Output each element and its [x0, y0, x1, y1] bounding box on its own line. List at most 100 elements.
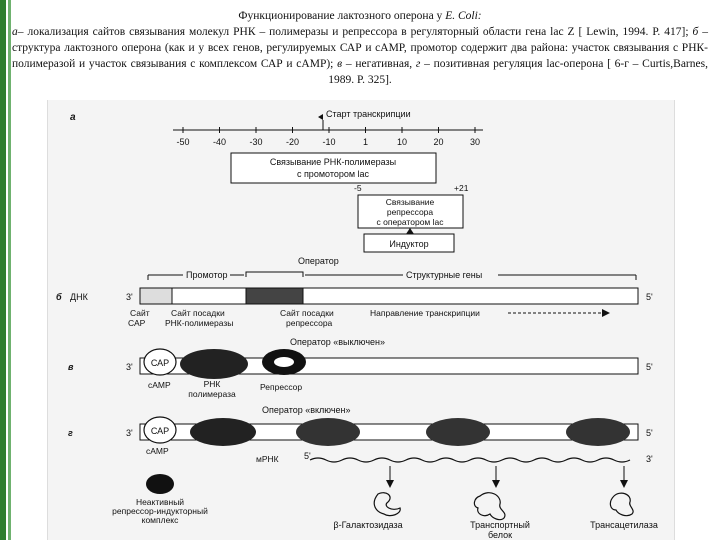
slide-accent-bar-inner	[8, 0, 11, 540]
v-dna-5-end: 5'	[646, 362, 653, 372]
mrna-label: мРНК	[256, 454, 279, 464]
panel-a-letter: а	[70, 112, 76, 123]
v-cap-protein	[143, 348, 177, 376]
caption-title-text: Функционирование лактозного оперона у	[238, 10, 446, 22]
g-dna-strand	[139, 423, 639, 441]
cap-site-label-2: САР	[128, 318, 146, 328]
ruler-tick-label: -30	[249, 137, 262, 147]
panel-g-letter: г	[68, 428, 73, 438]
caption-body-3: – негативная,	[342, 58, 416, 70]
inactive-complex-shape	[146, 474, 174, 494]
product-transport-1: Транспортный	[470, 520, 530, 530]
slide-accent-bar	[0, 0, 6, 540]
ruler-tick-label: 20	[433, 137, 443, 147]
figure-caption: Функционирование лактозного оперона у E.…	[12, 8, 708, 88]
g-rna-polymerase-4	[566, 418, 630, 446]
rna-polymerase-box-line2: с промотором lac	[297, 169, 370, 179]
g-dna-3-end: 3'	[126, 428, 133, 438]
caption-body-4: – позитивная регуляция lac-оперона [ 6-г…	[328, 58, 708, 86]
v-cap-label: САР	[151, 358, 169, 368]
caption-label-a: а	[12, 26, 18, 38]
inductor-label: Индуктор	[389, 239, 428, 249]
caption-title: Функционирование лактозного оперона у E.…	[12, 8, 708, 24]
caption-label-v: в	[337, 58, 343, 70]
v-repressor-label: Репрессор	[260, 382, 302, 392]
ruler-tick-label: -40	[213, 137, 226, 147]
repressor-box-line1: Связывание	[386, 197, 435, 207]
caption-body-1: – локализация сайтов связывания молекул …	[17, 26, 693, 38]
operator-on-label: Оператор «включен»	[262, 405, 351, 415]
ruler-tick-label: 10	[397, 137, 407, 147]
dna-5-end: 5'	[646, 292, 653, 302]
repressor-site-label-2: репрессора	[286, 318, 333, 328]
panel-v-letter: в	[68, 362, 74, 372]
g-dna-5-end: 5'	[646, 428, 653, 438]
inductor-box	[363, 233, 455, 253]
g-cap-protein	[143, 416, 177, 444]
structural-genes-label: Структурные гены	[406, 270, 482, 280]
arrow-head-galactosidase	[386, 480, 394, 488]
mrna-strand	[309, 457, 631, 463]
rnapol-site-label-2: РНК-полимеразы	[165, 318, 233, 328]
operator-bracket	[245, 271, 304, 277]
g-rna-polymerase-3	[426, 418, 490, 446]
transacetylase-protein-shape	[609, 492, 634, 517]
complex-label-2: репрессор-индукторный	[112, 506, 208, 516]
direction-arrow-head	[602, 309, 610, 317]
complex-label-1: Неактивный	[136, 497, 184, 507]
ruler-ticks: -50 -40 -30 -20 -10 1 10 20 30	[176, 127, 480, 147]
operator-off-label: Оператор «выключен»	[290, 337, 385, 347]
v-rna-polymerase	[180, 349, 248, 379]
cap-site-segment	[139, 287, 173, 305]
figure-svg: а Старт транскрипции -50 -40 -30 -20 -10 1 10 2…	[56, 109, 658, 540]
caption-label-g: г	[415, 58, 421, 70]
mrna-3-end: 3'	[646, 454, 653, 464]
repressor-box-line3: с оператором lac	[377, 217, 445, 227]
g-rna-polymerase-1	[190, 418, 256, 446]
arrow-head-transacetylase	[620, 480, 628, 488]
operator-segment	[245, 287, 304, 305]
operator-label: Оператор	[298, 256, 339, 266]
lac-operon-figure: а Старт транскрипции -50 -40 -30 -20 -10 1 10 2…	[47, 100, 675, 540]
arrow-head-transport	[492, 480, 500, 488]
transcription-start-label: Старт транскрипции	[326, 109, 411, 119]
caption-label-b: б	[692, 26, 699, 38]
v-rnapol-label-1: РНК	[204, 379, 221, 389]
start-arrow-head	[318, 114, 323, 120]
transport-protein-shape	[473, 492, 506, 521]
position-minus5: -5	[354, 183, 362, 193]
rna-polymerase-binding-box	[230, 152, 437, 184]
product-transacetylase: Трансацетилаза	[590, 520, 658, 530]
ruler-tick-label: -10	[322, 137, 335, 147]
ruler-tick-label: 30	[470, 137, 480, 147]
dna-3-end: 3'	[126, 292, 133, 302]
caption-body: а– локализация сайтов связывания молекул…	[12, 24, 708, 88]
rnapol-site-label-1: Сайт посадки	[171, 308, 225, 318]
ruler-tick-label: 1	[363, 137, 368, 147]
g-cap-label: САР	[151, 426, 169, 436]
repressor-box-line2: репрессора	[387, 207, 434, 217]
ruler-tick-label: -20	[286, 137, 299, 147]
product-transport-2: белок	[488, 530, 512, 540]
g-rna-polymerase-2	[296, 418, 360, 446]
complex-label-3: комплекс	[142, 515, 179, 525]
g-camp-label: cAMP	[146, 446, 169, 456]
caption-species: E. Coli:	[445, 10, 482, 22]
panel-b-letter: б	[56, 292, 62, 302]
repressor-binding-box	[357, 194, 464, 229]
v-repressor-hole	[274, 357, 294, 367]
cap-site-label-1: Сайт	[130, 308, 150, 318]
structural-genes-segment	[302, 287, 639, 305]
caption-body-2: – структура лактозного оперона (как и у …	[12, 26, 709, 70]
v-camp-label: cAMP	[148, 380, 171, 390]
repressor-site-label-1: Сайт посадки	[280, 308, 334, 318]
dna-label: ДНК	[70, 292, 89, 302]
mrna-5-end: 5'	[304, 451, 311, 461]
promoter-label: Промотор	[186, 270, 228, 280]
v-dna-3-end: 3'	[126, 362, 133, 372]
rnapol-site-segment	[171, 287, 247, 305]
ruler-tick-label: -50	[176, 137, 189, 147]
position-plus21: +21	[454, 183, 469, 193]
v-rnapol-label-2: полимераза	[188, 389, 236, 399]
direction-label: Направление транскрипции	[370, 308, 480, 318]
